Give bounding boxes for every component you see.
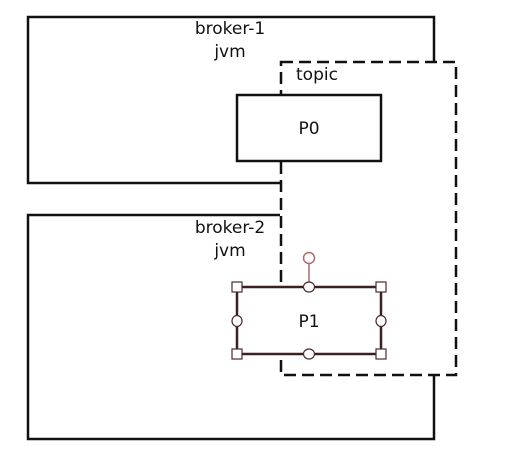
resize-handle-bottom-left[interactable] <box>231 348 243 360</box>
resize-handle-right[interactable] <box>375 314 387 328</box>
partition-p1-label: P1 <box>298 312 319 332</box>
resize-handle-top-left[interactable] <box>231 281 243 293</box>
topic-box[interactable] <box>279 60 458 377</box>
broker-1-box[interactable] <box>26 15 436 185</box>
broker-1-name: broker-1 <box>195 19 265 39</box>
partition-p0[interactable] <box>235 93 383 163</box>
resize-handle-top-right[interactable] <box>375 281 387 293</box>
topic-label: topic <box>296 65 338 85</box>
rotate-handle[interactable] <box>302 251 316 265</box>
resize-handle-top[interactable] <box>302 281 316 293</box>
resize-handle-left[interactable] <box>231 314 243 328</box>
broker-1-runtime: jvm <box>213 42 245 62</box>
resize-handle-bottom-right[interactable] <box>375 348 387 360</box>
resize-handle-bottom[interactable] <box>302 348 316 360</box>
broker-2-box[interactable] <box>26 213 436 441</box>
broker-2-runtime: jvm <box>213 241 245 261</box>
partition-p0-label: P0 <box>298 119 319 139</box>
broker-2-name: broker-2 <box>195 218 265 238</box>
selection-handles <box>231 251 387 360</box>
